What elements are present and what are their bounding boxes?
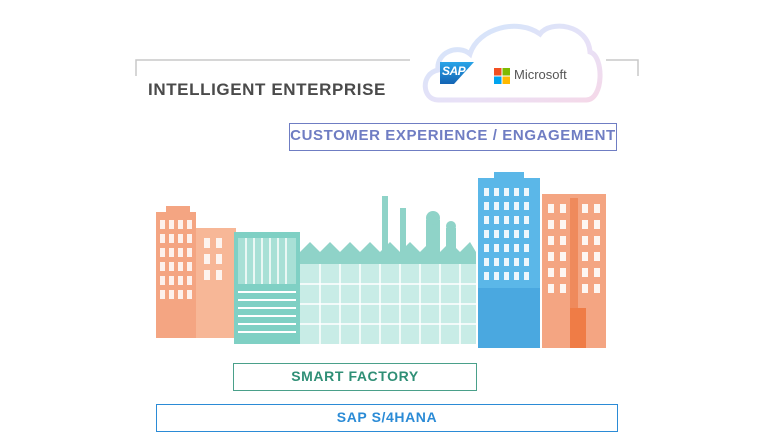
sap-label: SAP [442, 64, 466, 78]
office-tower-blue [478, 172, 540, 348]
microsoft-logo-icon [494, 68, 510, 84]
customer-experience-label: CUSTOMER EXPERIENCE / ENGAGEMENT [290, 127, 616, 144]
customer-experience-box [289, 123, 617, 151]
enterprise-city-illustration [156, 172, 606, 348]
cloud-partners: SAP Microsoft [418, 12, 604, 108]
factory-building [300, 196, 476, 344]
office-building-teal [234, 232, 300, 344]
smart-factory-label: SMART FACTORY [291, 368, 419, 384]
smart-factory-box [233, 363, 477, 391]
office-building-orange-left [156, 206, 236, 338]
cloud-icon [422, 23, 603, 103]
microsoft-label: Microsoft [514, 67, 567, 82]
s4hana-label: SAP S/4HANA [336, 409, 438, 425]
office-building-orange-right [542, 194, 606, 348]
sap-logo [440, 62, 474, 84]
page-title: INTELLIGENT ENTERPRISE [148, 80, 386, 99]
s4hana-box [156, 404, 618, 432]
